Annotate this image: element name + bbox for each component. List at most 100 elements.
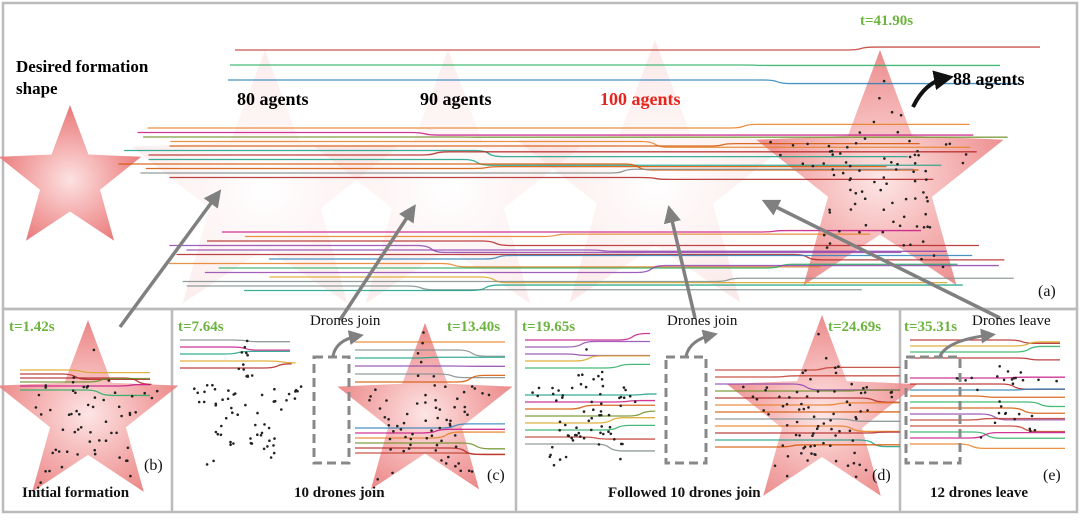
agent-dot-c-right-21 [417,352,420,355]
agent-dot-a-33 [828,209,831,212]
agent-dot-a-52 [883,80,886,83]
trajectory-e-lower-5 [910,408,1065,413]
agent-dot-c-left-49 [214,388,217,391]
agent-dot-c-left-15 [215,431,218,434]
agent-dot-a-10 [769,141,772,144]
agent-dot-b-29 [129,414,132,417]
agent-dot-a-34 [859,131,862,134]
agent-dot-d-right-63 [829,444,832,447]
star-100-agents [517,40,793,302]
agent-dot-a-29 [925,196,928,199]
agent-dot-a-40 [873,121,876,124]
agent-dot-c-left-66 [193,387,196,390]
agent-dot-b-57 [75,410,78,413]
agent-dot-d-left-21 [588,420,591,423]
agent-dot-d-right-72 [854,416,857,419]
agent-dot-d-left-62 [553,464,556,467]
agent-dot-d-left-12 [570,437,573,440]
agent-dot-a-22 [839,152,842,155]
agent-dot-a-14 [823,234,826,237]
agent-dot-d-left-13 [599,393,602,396]
agent-dot-d-right-1 [847,464,850,467]
agent-dot-b-30 [74,392,77,395]
agent-dot-a-15 [895,168,898,171]
agent-dot-d-left-45 [590,417,593,420]
agent-dot-c-left-1 [272,444,275,447]
agent-dot-d-right-44 [809,378,812,381]
agent-dot-d-right-8 [816,427,819,430]
agent-dot-d-right-66 [825,357,828,360]
agent-dot-c-right-67 [488,394,491,397]
agent-dot-c-right-12 [474,387,477,390]
agent-dot-d-right-62 [796,391,799,394]
agent-dot-d-right-28 [806,395,809,398]
agent-dot-a-31 [829,242,832,245]
agent-dot-d-left-49 [538,387,541,390]
star-panel-c [338,323,513,489]
agent-dot-a-44 [838,230,841,233]
agent-dot-c-right-51 [444,385,447,388]
joining-drones-box-d [666,357,706,463]
agent-dot-d-right-58 [830,428,833,431]
agent-dot-c-right-3 [433,384,436,387]
agent-dot-d-right-17 [866,409,869,412]
agent-dot-e-29 [1005,412,1008,415]
agent-dot-c-right-39 [384,416,387,419]
agent-dot-d-right-38 [788,396,791,399]
agent-dot-c-left-39 [217,433,220,436]
agent-dot-a-12 [831,168,834,171]
agent-dot-a-62 [864,197,867,200]
trajectory-d-lowerleft-0 [525,394,657,395]
agent-dot-a-47 [873,181,876,184]
agent-dot-c-left-38 [212,460,215,463]
agent-dot-d-right-34 [835,460,838,463]
agent-dot-d-right-24 [742,386,745,389]
trajectory-d-left-1 [525,342,650,347]
agent-dot-c-left-44 [285,399,288,402]
agent-dot-c-right-30 [424,419,427,422]
agent-dot-d-left-54 [609,426,612,429]
agent-dot-d-right-25 [817,333,820,336]
agent-dot-d-right-41 [800,452,803,455]
agent-dot-a-58 [922,191,925,194]
agent-dot-c-left-67 [245,352,248,355]
annotation-c: Drones join [310,314,380,329]
agent-dot-c-right-64 [406,413,409,416]
agent-dot-b-20 [156,390,159,393]
agent-dot-c-left-57 [206,463,209,466]
agent-dot-c-right-60 [416,402,419,405]
agent-dot-a-81 [903,216,906,219]
agent-dot-b-26 [68,413,71,416]
leaving-drones-box-e [906,357,960,463]
agent-dot-d-right-18 [752,395,755,398]
agent-dot-d-right-50 [853,452,856,455]
agent-dot-a-30 [896,163,899,166]
agent-dot-d-right-20 [838,430,841,433]
agent-dot-a-67 [926,225,929,228]
agent-dot-d-left-63 [629,395,632,398]
agent-dot-b-48 [134,411,137,414]
agent-dot-d-right-3 [853,462,856,465]
agent-dot-a-7 [850,208,853,211]
agent-dot-b-35 [105,439,108,442]
agent-dot-d-right-51 [811,434,814,437]
agent-dot-c-right-37 [368,399,371,402]
agent-dot-a-36 [914,180,917,183]
agent-dot-a-83 [909,156,912,159]
agent-dot-d-right-22 [807,406,810,409]
agent-dot-d-right-45 [855,476,858,479]
agent-dot-d-left-61 [557,389,560,392]
trajectory-d-lowerleft-6 [525,437,655,439]
agent-dot-c-left-41 [232,393,235,396]
agent-dot-d-left-20 [551,446,554,449]
agent-dot-c-right-24 [385,399,388,402]
joining-drones-box-c [314,357,349,463]
agent-dot-a-3 [920,258,923,261]
agent-dot-c-left-56 [236,413,239,416]
agent-dot-c-right-66 [445,462,448,465]
trajectory-e-lower-4 [910,402,1065,407]
agent-dot-c-left-19 [220,425,223,428]
agent-dot-b-4 [89,440,92,443]
desired-formation-label: Desired formation shape [16,56,148,100]
